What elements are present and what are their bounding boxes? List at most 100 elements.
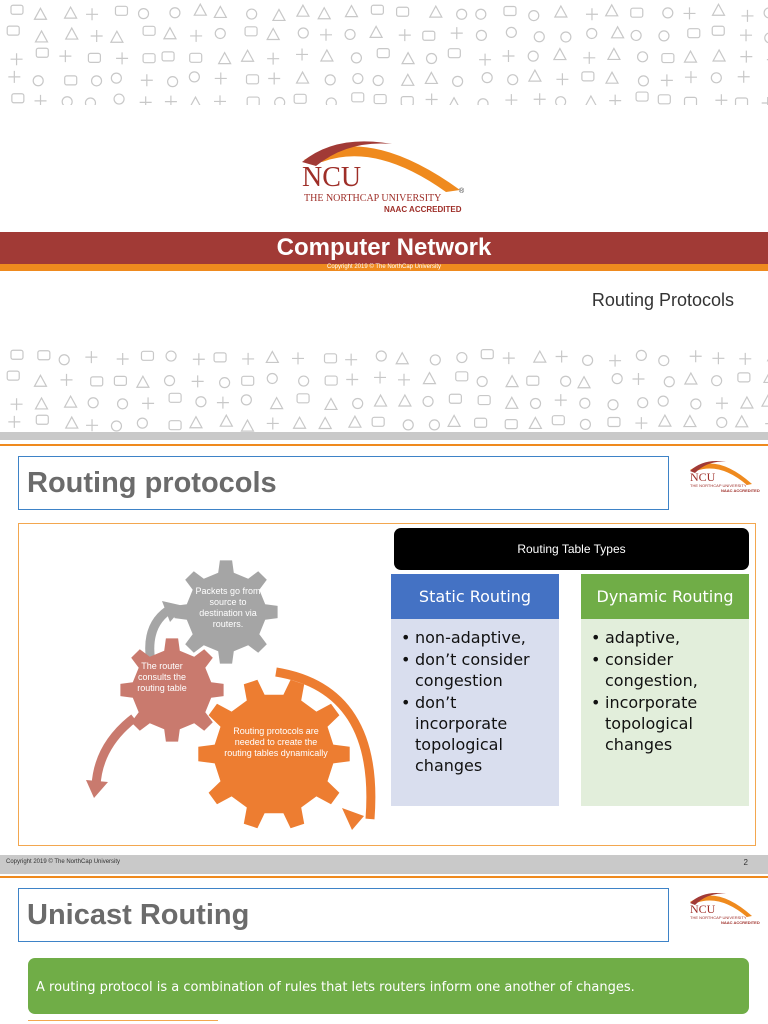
doodle-icon [684, 51, 696, 62]
doodle-icon [556, 73, 568, 85]
doodle-icon [143, 26, 155, 35]
doodle-icon [481, 350, 493, 359]
cycle-arrow-icon [96, 718, 134, 786]
doodle-icon [578, 377, 590, 388]
slide-divider [0, 432, 768, 440]
dynamic-routing-column: Dynamic Routing adaptive, consider conge… [581, 574, 749, 806]
doodle-icon [85, 351, 97, 363]
doodle-icon [555, 6, 567, 17]
doodle-icon [504, 6, 516, 15]
doodle-icon [35, 95, 47, 105]
doodle-icon [296, 48, 308, 60]
doodle-icon [34, 8, 46, 19]
doodle-icon [397, 7, 409, 16]
doodle-icon [326, 98, 336, 105]
doodle-icon [353, 399, 363, 409]
doodle-icon [169, 393, 181, 402]
doodle-icon [320, 29, 332, 41]
doodle-icon [478, 99, 488, 105]
doodle-icon [319, 417, 331, 428]
doodle-icon [583, 355, 593, 365]
doodle-icon [580, 419, 590, 429]
doodle-icon [91, 30, 103, 42]
doodle-icon [741, 10, 753, 22]
list-item: incorporate topological changes [591, 692, 743, 755]
static-routing-body: non-adaptive, don’t consider congestion … [391, 619, 559, 806]
doodle-icon [92, 76, 102, 86]
list-item: adaptive, [591, 627, 743, 648]
doodle-icon [373, 76, 383, 86]
doodle-icon [608, 48, 620, 59]
doodle-icon [402, 74, 414, 85]
doodle-icon [220, 378, 230, 388]
doodle-icon [659, 356, 669, 366]
doodle-icon [111, 31, 123, 42]
doodle-icon [297, 5, 309, 16]
doodle-icon [11, 398, 23, 410]
doodle-icon [609, 95, 621, 105]
doodle-icon [220, 415, 232, 426]
doodle-icon [529, 11, 539, 21]
doodle-icon [111, 421, 121, 431]
doodle-icon [636, 92, 648, 101]
doodle-icon [580, 398, 590, 408]
doodle-icon [325, 398, 337, 409]
doodle-icon [399, 29, 411, 41]
doodle-icon [738, 373, 750, 382]
doodle-icon [482, 73, 492, 83]
doodle-icon [321, 50, 333, 61]
doodle-icon [324, 354, 336, 363]
doodle-icon [556, 351, 568, 363]
doodle-icon [476, 30, 486, 40]
doodle-icon [529, 417, 541, 428]
doodle-icon [273, 9, 285, 20]
doodle-icon [85, 98, 95, 105]
doodle-icon [215, 28, 225, 38]
doodle-icon [242, 353, 254, 365]
doodle-icon [398, 374, 410, 386]
slide-footer: Copyright 2019 © The NorthCap University… [0, 855, 768, 874]
page-number: 2 [744, 858, 748, 867]
doodle-icon [664, 377, 674, 387]
doodle-icon [685, 373, 697, 384]
gear-right-text: Routing protocols are needed to create t… [224, 726, 328, 759]
presentation-title: Computer Network [0, 234, 768, 262]
doodle-icon [663, 8, 673, 18]
doodle-icon [294, 417, 306, 428]
cycle-arrow-icon [342, 808, 364, 830]
doodle-icon [59, 50, 71, 62]
doodle-icon [662, 54, 674, 63]
doodle-icon [688, 29, 700, 38]
doodle-icon [430, 6, 442, 17]
doodle-icon [534, 351, 546, 362]
doodle-icon [715, 94, 727, 105]
doodle-icon [193, 353, 205, 365]
doodle-icon [11, 5, 23, 14]
doodle-icon [764, 8, 768, 18]
doodle-icon [294, 94, 306, 103]
doodle-icon [86, 419, 98, 431]
doodle-icon [11, 350, 23, 359]
list-item: non-adaptive, [401, 627, 553, 648]
slide-title: Unicast Routing [27, 899, 249, 932]
doodle-icon [451, 27, 463, 39]
doodle-icon [65, 76, 77, 85]
gear-top-text: Packets go from source to destination vi… [192, 586, 264, 630]
doodle-icon [475, 418, 487, 427]
doodle-icon [658, 396, 668, 406]
static-routing-heading: Static Routing [391, 574, 559, 619]
doodle-icon [215, 72, 227, 84]
doodle-icon [141, 351, 153, 360]
logo-accreditation: NAAC ACCREDITED [384, 205, 461, 214]
doodle-icon [635, 417, 647, 429]
list-item: don’t incorporate topological changes [401, 692, 553, 776]
list-item: don’t consider congestion [401, 649, 553, 691]
doodle-icon [325, 75, 335, 85]
doodle-icon [214, 353, 226, 362]
doodle-icon [631, 8, 643, 17]
doodle-icon [66, 417, 78, 428]
doodle-icon [298, 28, 308, 38]
doodle-icon [192, 375, 204, 387]
doodle-icon [241, 395, 251, 405]
doodle-icon [453, 76, 463, 86]
